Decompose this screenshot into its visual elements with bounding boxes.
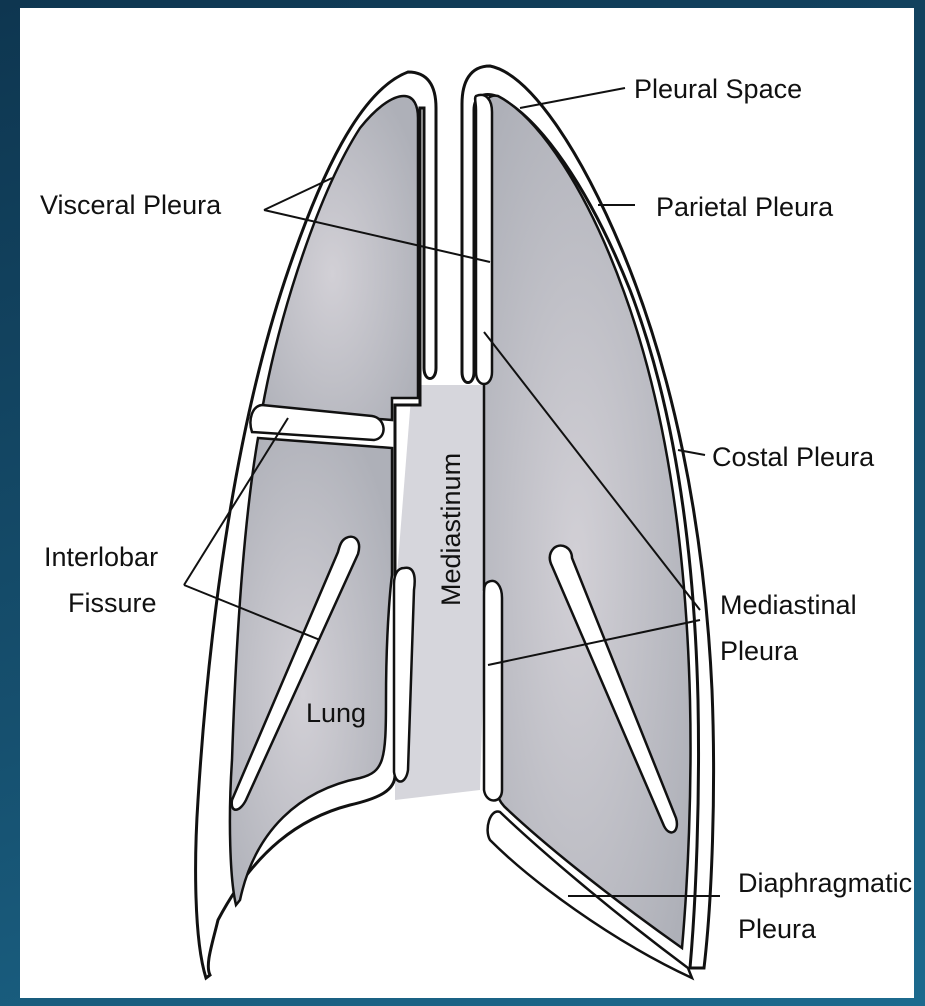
- label-mediastinal-line1: Mediastinal: [720, 590, 857, 620]
- left-lung-lower-lobe: [230, 438, 392, 905]
- label-interlobar-line2: Fissure: [68, 588, 157, 618]
- label-mediastinal-line2: Pleura: [720, 636, 799, 666]
- right-mediastinal-pleura-lower: [484, 581, 502, 801]
- right-lung-lobe: [484, 96, 691, 948]
- label-costal-pleura: Costal Pleura: [712, 442, 875, 472]
- label-diaphragmatic-line2: Pleura: [738, 914, 817, 944]
- label-interlobar-line1: Interlobar: [44, 542, 158, 572]
- label-pleural-space: Pleural Space: [634, 74, 802, 104]
- label-diaphragmatic-line1: Diaphragmatic: [738, 868, 912, 898]
- label-parietal-pleura: Parietal Pleura: [656, 192, 834, 222]
- label-lung: Lung: [306, 698, 366, 728]
- label-visceral-pleura: Visceral Pleura: [40, 190, 222, 220]
- label-mediastinum: Mediastinum: [436, 453, 466, 606]
